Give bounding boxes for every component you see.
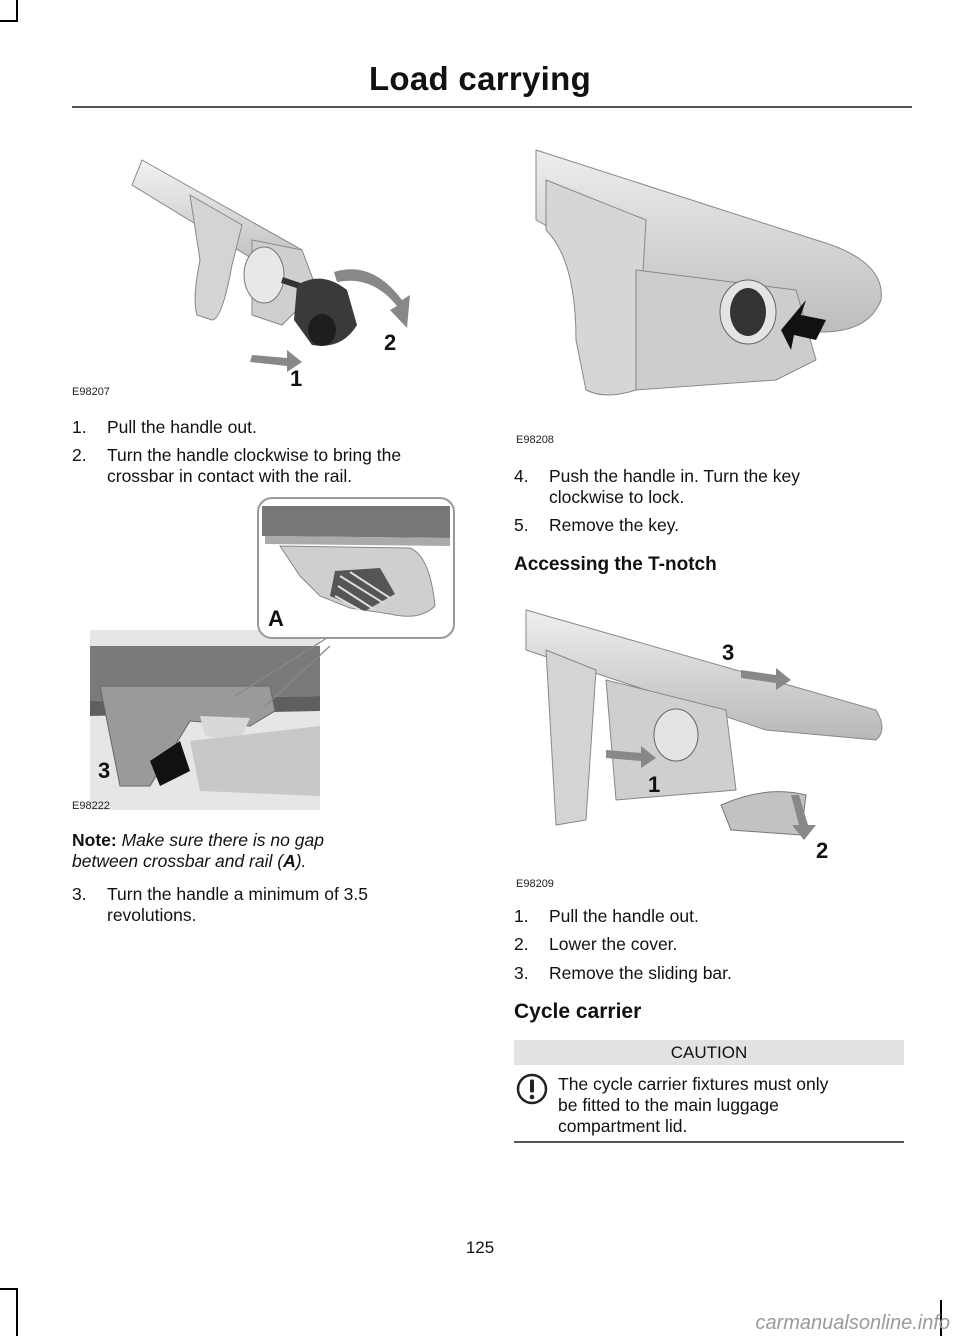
callout-1: 1 (648, 772, 661, 797)
watermark[interactable]: carmanualsonline.info (755, 1312, 950, 1334)
section-heading-tnotch: Accessing the T-notch (514, 554, 717, 575)
crop-mark (0, 1288, 18, 1290)
caution-text: The cycle carrier fixtures must only be … (558, 1074, 829, 1136)
crop-mark (16, 0, 18, 22)
section-heading-cycle-carrier: Cycle carrier (514, 1000, 642, 1023)
page-title: Load carrying (368, 60, 592, 97)
callout-3: 3 (98, 758, 111, 783)
list-item: 4. Push the handle in. Turn the key cloc… (514, 466, 800, 507)
figure-id: E98207 (72, 386, 110, 398)
figure-t-notch: 3 1 2 (516, 590, 896, 865)
callout-2: 2 (384, 330, 397, 355)
list-item: 3. Turn the handle a minimum of 3.5 revo… (72, 884, 369, 925)
list-item: 2. Lower the cover. (514, 934, 678, 954)
crop-mark (940, 1300, 942, 1336)
figure-id: E98209 (516, 878, 554, 890)
figure-id: E98208 (516, 434, 554, 446)
caution-rule (514, 1141, 904, 1143)
note: Note: Make sure there is no gap between … (72, 830, 324, 871)
list-item: 1. Pull the handle out. (514, 906, 699, 926)
callout-2: 2 (816, 838, 829, 863)
figure-key-lock (516, 140, 896, 430)
figure-crossbar-rail: A 3 (90, 496, 460, 811)
list-item: 2. Turn the handle clockwise to bring th… (72, 445, 402, 486)
exclamation-circle-icon (516, 1073, 548, 1110)
callout-A: A (268, 606, 284, 631)
figure-handle-pull: 2 1 (72, 140, 452, 391)
crop-mark (16, 1288, 18, 1336)
page-number: 125 (465, 1238, 495, 1257)
list-item: 5. Remove the key. (514, 515, 680, 535)
caution-label: CAUTION (514, 1040, 904, 1065)
list-item: 1. Pull the handle out. (72, 417, 257, 437)
list-item: 3. Remove the sliding bar. (514, 963, 732, 983)
callout-3: 3 (722, 640, 735, 665)
callout-1: 1 (290, 366, 303, 391)
header-rule (72, 106, 912, 108)
crop-mark (0, 20, 18, 22)
figure-id: E98222 (72, 800, 110, 812)
